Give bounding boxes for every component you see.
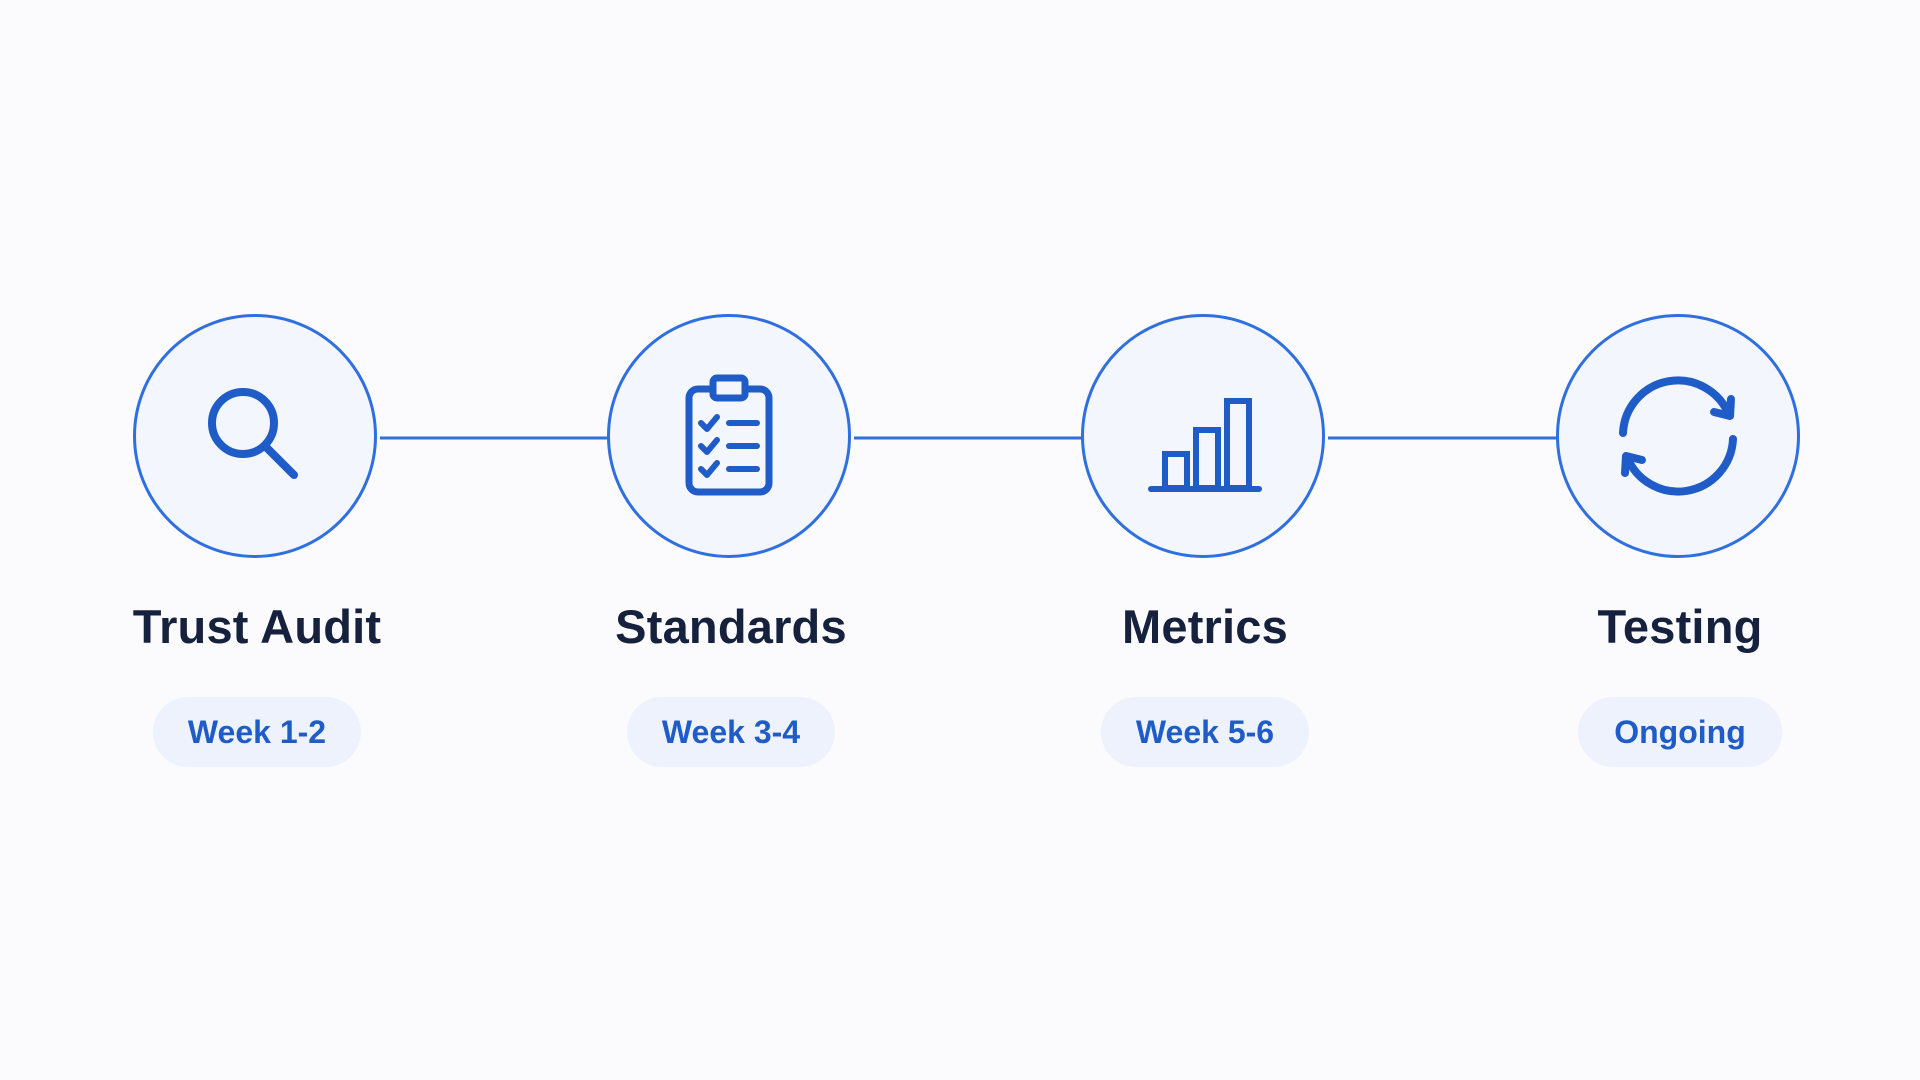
step-metrics: Metrics Week 5-6 bbox=[1005, 314, 1405, 774]
search-icon bbox=[185, 366, 325, 506]
step-duration-badge: Week 5-6 bbox=[1100, 697, 1310, 767]
step-icon-circle bbox=[1556, 314, 1800, 558]
refresh-cycle-icon bbox=[1608, 366, 1748, 506]
step-title: Testing bbox=[1597, 600, 1763, 653]
step-duration-badge: Week 1-2 bbox=[152, 697, 362, 767]
step-title: Metrics bbox=[1122, 600, 1288, 653]
step-duration-badge: Week 3-4 bbox=[626, 697, 836, 767]
bar-chart-icon bbox=[1133, 366, 1273, 506]
clipboard-checklist-icon bbox=[659, 366, 799, 506]
step-icon-circle bbox=[1081, 314, 1325, 558]
step-icon-circle bbox=[607, 314, 851, 558]
step-title: Standards bbox=[615, 600, 847, 653]
step-icon-circle bbox=[133, 314, 377, 558]
step-duration-badge: Ongoing bbox=[1578, 697, 1782, 767]
step-testing: Testing Ongoing bbox=[1480, 314, 1880, 774]
step-trust-audit: Trust Audit Week 1-2 bbox=[57, 314, 457, 774]
step-title: Trust Audit bbox=[132, 600, 382, 653]
step-standards: Standards Week 3-4 bbox=[531, 314, 931, 774]
